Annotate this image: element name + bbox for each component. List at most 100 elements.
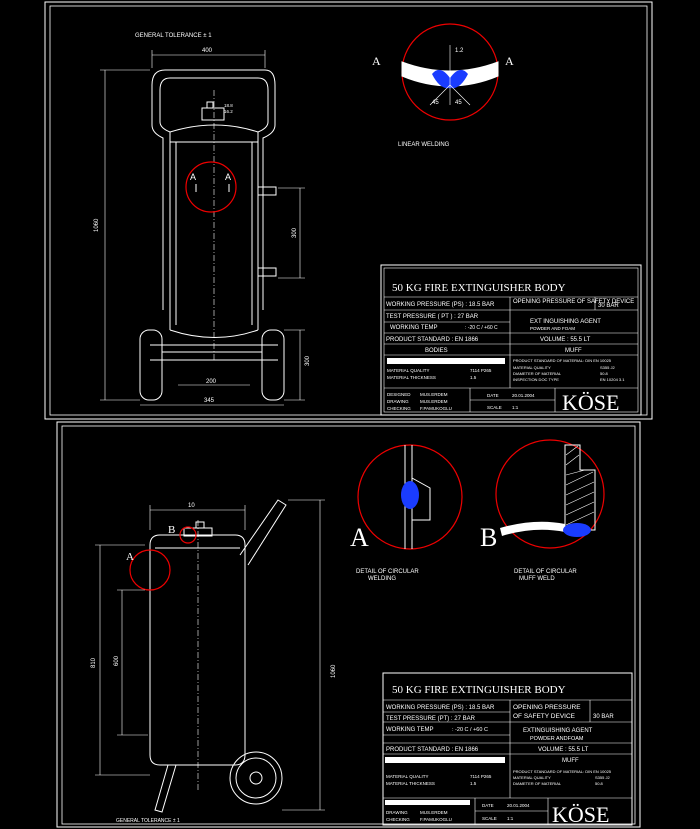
detail-b-weld xyxy=(563,523,591,537)
mat-value-2-2: 1.5 xyxy=(470,781,477,786)
opening-value-2: 30 BAR xyxy=(593,714,614,720)
scale-value-2: 1:1 xyxy=(507,816,514,821)
opening-pressure-2a: OPENING PRESSURE xyxy=(513,704,581,711)
scale-label-2: SCALE xyxy=(482,816,497,821)
muff-line3-1: DIAMETER OF MATERIAL xyxy=(513,371,562,376)
trolley-side-view xyxy=(139,69,285,401)
detail-a-marker-circle xyxy=(185,161,237,213)
sheet-2: A B 10 810 600 1060 A xyxy=(56,421,641,828)
muff-2: MUFF xyxy=(562,758,579,764)
dim-mid-height: 300 xyxy=(292,227,298,238)
sheet-1: GENERAL TOLERANCE ± 1 xyxy=(44,1,653,420)
muff-line4-1: INSPECTION DOC TYPE xyxy=(513,377,559,382)
dim-body-height-1: 810 xyxy=(91,657,97,668)
dimension-lines-2 xyxy=(95,499,325,811)
muff-line2-2: MATERIAL QUALITY xyxy=(513,775,551,780)
dimension-lines xyxy=(100,50,305,406)
muff-line1-1: PRODUCT STANDARD OF MATERIAL: DIN EN 100… xyxy=(513,358,612,363)
bodies-bar-2 xyxy=(385,757,505,763)
designer-1: MUS.ERDEM xyxy=(420,392,448,397)
mat-value-1-1: 7114 P265 xyxy=(470,368,492,373)
title-block-1-border xyxy=(380,264,642,416)
temp-value-2: : -20 C / +60 C xyxy=(452,727,488,733)
working-temp-2: WORKING TEMP xyxy=(386,727,434,733)
detail-a-circular-welding xyxy=(357,444,463,550)
mat-value-1-2: 7114 P265 xyxy=(470,774,492,779)
product-standard-1: PRODUCT STANDARD : EN 1866 xyxy=(386,337,479,343)
muff-1: MUFF xyxy=(565,348,582,354)
date-value-1: 20.01.2004 xyxy=(512,393,535,398)
ext-agent-1: EXT INGUISHING AGENT xyxy=(530,319,601,325)
detail-a-marker-circle-2 xyxy=(129,549,171,591)
sheet-1-outer-border xyxy=(44,1,653,420)
test-pressure-1: TEST PRESSURE ( PT ) : 27 BAR xyxy=(386,314,479,320)
drawer-1: MUS.ERDEM xyxy=(420,399,448,404)
volume-1: VOLUME : 55.5 LT xyxy=(540,337,591,343)
date-label-2: DATE xyxy=(482,803,494,808)
muff-val4-1: EN 10204 3.1 xyxy=(600,377,625,382)
detail-b-circle xyxy=(495,439,605,549)
mat-thickness-2: MATERIAL THICKNESS xyxy=(386,781,435,786)
dim-base-total: 345 xyxy=(204,398,215,404)
checking-1: CHECKING xyxy=(387,406,411,411)
angle-line-right xyxy=(449,84,471,106)
detail-a-caption-1: DETAIL OF CIRCULAR xyxy=(356,569,419,575)
checker-2: F.PAMUKOGLU xyxy=(420,817,452,822)
label-b: B xyxy=(168,524,175,536)
section-a-left: A xyxy=(190,172,196,182)
detail-a-letter: A xyxy=(350,523,369,552)
general-tolerance-label-2: GENERAL TOLERANCE ± 1 xyxy=(116,818,180,824)
label-a: A xyxy=(126,551,134,563)
designed-1: DESIGNED xyxy=(387,392,411,397)
muff-line2-1: MATERIAL QUALITY xyxy=(513,365,551,370)
mat-thickness-1: MATERIAL THICKNESS xyxy=(387,375,436,380)
detail-b-marker-circle xyxy=(179,526,197,544)
detail-a-circle xyxy=(357,444,463,550)
detail-b-plate xyxy=(500,521,565,536)
valve-label-1: 18.8 xyxy=(224,103,233,108)
muff-val3-2: 50.8 xyxy=(595,781,604,786)
detail-b-caption-1: DETAIL OF CIRCULAR xyxy=(514,569,577,575)
title-1: 50 KG FIRE EXTINGUISHER BODY xyxy=(392,282,566,294)
dim-total-height: 1060 xyxy=(331,664,337,678)
opening-pressure-1: OPENING PRESSURE OF SAFETY DEVICE xyxy=(513,299,634,305)
linear-welding-detail xyxy=(401,23,499,121)
checker-1: F.PAMUKOGLU xyxy=(420,406,452,411)
sheet-2-inner-border xyxy=(61,425,636,825)
title-block-1-inner xyxy=(383,267,639,413)
ext-agent-sub-2: POWDER ANDFOAM xyxy=(530,736,584,742)
temp-value-1: : -20 C / +60 C xyxy=(465,325,498,331)
drawing-2: DRAWING xyxy=(386,810,408,815)
angle-label-left: 45 xyxy=(432,100,439,106)
designed-bar-2 xyxy=(385,800,470,805)
dim-top-width: 400 xyxy=(202,48,213,54)
angle-label-right: 45 xyxy=(455,100,462,106)
test-pressure-2: TEST PRESSURE (PT) : 27 BAR xyxy=(386,716,476,722)
bodies-bar xyxy=(387,358,505,364)
dim-base-width: 200 xyxy=(206,379,217,385)
dim-top: 10 xyxy=(188,503,195,509)
mat-value-2-1: 1.5 xyxy=(470,375,477,380)
linear-welding-caption: LINEAR WELDING xyxy=(398,142,450,148)
mat-quality-1: MATERIAL QUALITY xyxy=(387,368,430,373)
title-2: 50 KG FIRE EXTINGUISHER BODY xyxy=(392,684,566,696)
mat-quality-2: MATERIAL QUALITY xyxy=(386,774,429,779)
drawer-2: MUS.ERDEM xyxy=(420,810,448,815)
title-block-1 xyxy=(380,264,642,416)
scale-label-1: SCALE xyxy=(487,405,502,410)
drawing-1: DRAWING xyxy=(387,399,409,404)
detail-a-caption-2: WELDING xyxy=(368,576,396,582)
ext-agent-sub-1: POWDER AND FOAM xyxy=(530,326,575,331)
detail-b-muff-weld xyxy=(495,439,605,549)
valve-label-2: 16.2 xyxy=(224,109,233,114)
muff-line1-2: PRODUCT STANDARD OF MATERIAL: DIN EN 100… xyxy=(513,769,612,774)
angle-line-left xyxy=(429,84,451,106)
ext-agent-2: EXTINGUISHING AGENT xyxy=(523,728,593,734)
date-label-1: DATE xyxy=(487,393,499,398)
sheet-1-inner-border xyxy=(49,5,648,416)
scale-value-1: 1:1 xyxy=(512,405,519,410)
detail-a-ring xyxy=(411,477,431,521)
muff-val2-2: S355 J2 xyxy=(595,775,610,780)
opening-value-1: 30 BAR xyxy=(598,303,619,309)
